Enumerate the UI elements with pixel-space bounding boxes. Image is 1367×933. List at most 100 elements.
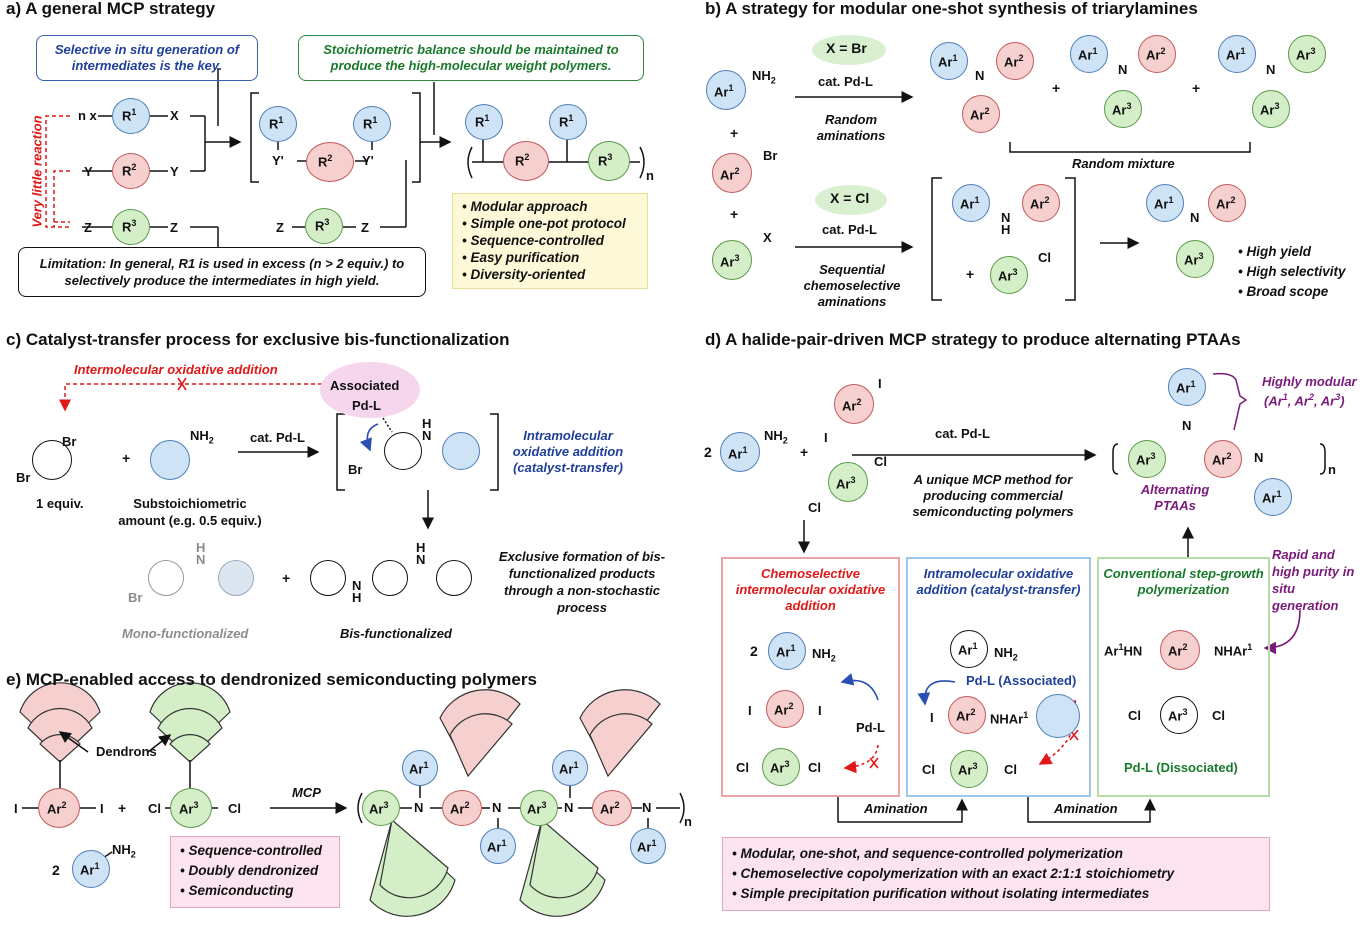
box1-ar3 <box>762 748 800 786</box>
dp-ar1-c-label: Ar1 <box>559 760 579 777</box>
panel-b-lines <box>795 91 1251 301</box>
panel-e-bullet-1: • Sequence-controlled <box>180 843 323 858</box>
panel-b-plus-4: + <box>1192 80 1201 96</box>
dp-n-b: N <box>492 800 502 815</box>
associated-label: Associated <box>330 378 400 393</box>
polymer-r2 <box>503 141 549 181</box>
exclusive-formation: Exclusive formation of bis-functionalize… <box>498 549 666 615</box>
box1-ar1 <box>768 632 806 670</box>
ptaa-ar1-top-label: Ar1 <box>1176 379 1196 396</box>
ptaa-ar1-top <box>1168 368 1206 406</box>
box1-i-left: I <box>748 703 752 718</box>
monomer-r3-label: R3 <box>315 217 330 234</box>
ar3-halide-ring <box>712 240 752 280</box>
panel-e-two: 2 <box>52 862 60 878</box>
d-ar3-cl-bottom: Cl <box>808 500 821 515</box>
panel-e-plus: + <box>118 800 127 816</box>
panel-b-cat-1: cat. Pd-L <box>818 74 873 89</box>
random-mixture: Random mixture <box>1072 156 1175 171</box>
box3-nhar1: NHAr1 <box>1214 642 1253 659</box>
ar3-chloride <box>990 256 1028 294</box>
monomer-z-left: Z <box>276 220 284 235</box>
unique-mcp-text: A unique MCP method for producing commer… <box>912 472 1074 519</box>
dp-ar1-d <box>630 828 666 864</box>
diaryl-ar2 <box>1022 184 1060 222</box>
box3-pdl-dissoc: Pd-L (Dissociated) <box>1124 760 1238 775</box>
panel-a-stoichiometry-note <box>298 35 644 81</box>
seq-tri-ar3 <box>1176 240 1214 278</box>
dendron-fans <box>19 682 661 917</box>
mono-ring-a <box>148 560 184 596</box>
panel-d-bullet-2: • Chemoselective copolymerization with a… <box>732 866 1175 881</box>
seq-tri-ar3-label: Ar3 <box>1184 251 1204 268</box>
e-i-left: I <box>14 801 18 816</box>
panel-a-bullet-3: • Sequence-controlled <box>462 233 605 248</box>
panel-a-stoichiometry-note-text: Stoichiometric balance should be maintai… <box>323 42 619 73</box>
box3-ar1hn: Ar1HN <box>1104 642 1143 659</box>
x-br-label: X = Br <box>826 40 867 56</box>
tri1-ar1-label: Ar1 <box>938 53 958 70</box>
dp-n-c: N <box>564 800 574 815</box>
dp-ar3-a <box>362 790 400 826</box>
panel-b-bullet-3: • Broad scope <box>1238 284 1329 299</box>
seq-tri-ar2 <box>1208 184 1246 222</box>
dp-ar1-a <box>402 750 438 786</box>
panel-d-summary-box <box>722 837 1270 911</box>
box3-ar2-label: Ar2 <box>1168 642 1188 659</box>
box3-cl-right: Cl <box>1212 708 1225 723</box>
box2-ar3-label: Ar3 <box>958 761 978 778</box>
dp-subscript-n: n <box>684 814 692 829</box>
ptaa-ar1-bottom-label: Ar1 <box>1262 489 1282 506</box>
tri3-ar1 <box>1218 35 1256 73</box>
intermediate-r1-left <box>259 106 297 142</box>
e-cl-right: Cl <box>228 801 241 816</box>
dp-ar2-a-label: Ar2 <box>450 800 470 817</box>
dp-ar2-b-label: Ar2 <box>600 800 620 817</box>
tri2-ar2 <box>1138 35 1176 73</box>
seq-tri-ar2-label: Ar2 <box>1216 195 1236 212</box>
dp-ar1-b-label: Ar1 <box>487 838 507 855</box>
box1-nh2: NH2 <box>812 646 836 664</box>
panel-c-plus: + <box>122 450 131 466</box>
tri3-ar3b-label: Ar3 <box>1260 101 1280 118</box>
box2-ring-label: Ar1 <box>958 641 978 658</box>
panel-a-bullet-5: • Diversity-oriented <box>462 267 586 282</box>
box3-ar3-label: Ar3 <box>1168 707 1188 724</box>
panel-b-plus-3: + <box>1052 80 1061 96</box>
box2-nh2: NH2 <box>994 645 1018 663</box>
polymer-subscript-n: n <box>646 168 654 183</box>
seq-tri-ar1 <box>1146 184 1184 222</box>
panel-d-cat: cat. Pd-L <box>935 426 990 441</box>
d-ar2-label: Ar2 <box>842 397 862 414</box>
dendrons-label: Dendrons <box>96 744 157 759</box>
e-ar1-label: Ar1 <box>80 861 100 878</box>
box-chemoselective <box>721 557 900 797</box>
d-ar3-label: Ar3 <box>836 475 856 492</box>
ar3-chloride-label: Ar3 <box>998 267 1018 284</box>
r3-z-right: Z <box>170 220 178 235</box>
intermediate-r2-label: R2 <box>318 153 333 170</box>
box1-two: 2 <box>750 643 758 659</box>
box2-ar3 <box>950 750 988 788</box>
box2-ar1-bubble <box>1036 694 1080 738</box>
rapid-high-purity: Rapid and high purity in situ generation <box>1272 547 1355 613</box>
ar2-bromide-label: Ar2 <box>720 166 740 183</box>
box-step-growth-title: Conventional step-growth polymerization <box>1103 566 1264 597</box>
tri1-ar2b-label: Ar2 <box>970 106 990 123</box>
r2-y-right: Y <box>170 164 179 179</box>
d-ar2-i-top: I <box>878 376 882 391</box>
sequential-aminations: Sequential chemoselective aminations <box>803 262 901 309</box>
dibromobenzene-br-bottom: Br <box>16 470 31 485</box>
panel-d-bullet-1: • Modular, one-shot, and sequence-contro… <box>732 846 1124 861</box>
tri3-ar1-label: Ar1 <box>1226 46 1246 63</box>
d-nh2: NH2 <box>764 428 788 446</box>
dp-ar3-b <box>520 790 558 826</box>
dp-ar3-a-label: Ar3 <box>369 800 389 817</box>
amination-1: Amination <box>864 801 928 816</box>
panel-d-two: 2 <box>704 444 712 460</box>
ar1-amine-label: Ar1 <box>714 83 734 100</box>
